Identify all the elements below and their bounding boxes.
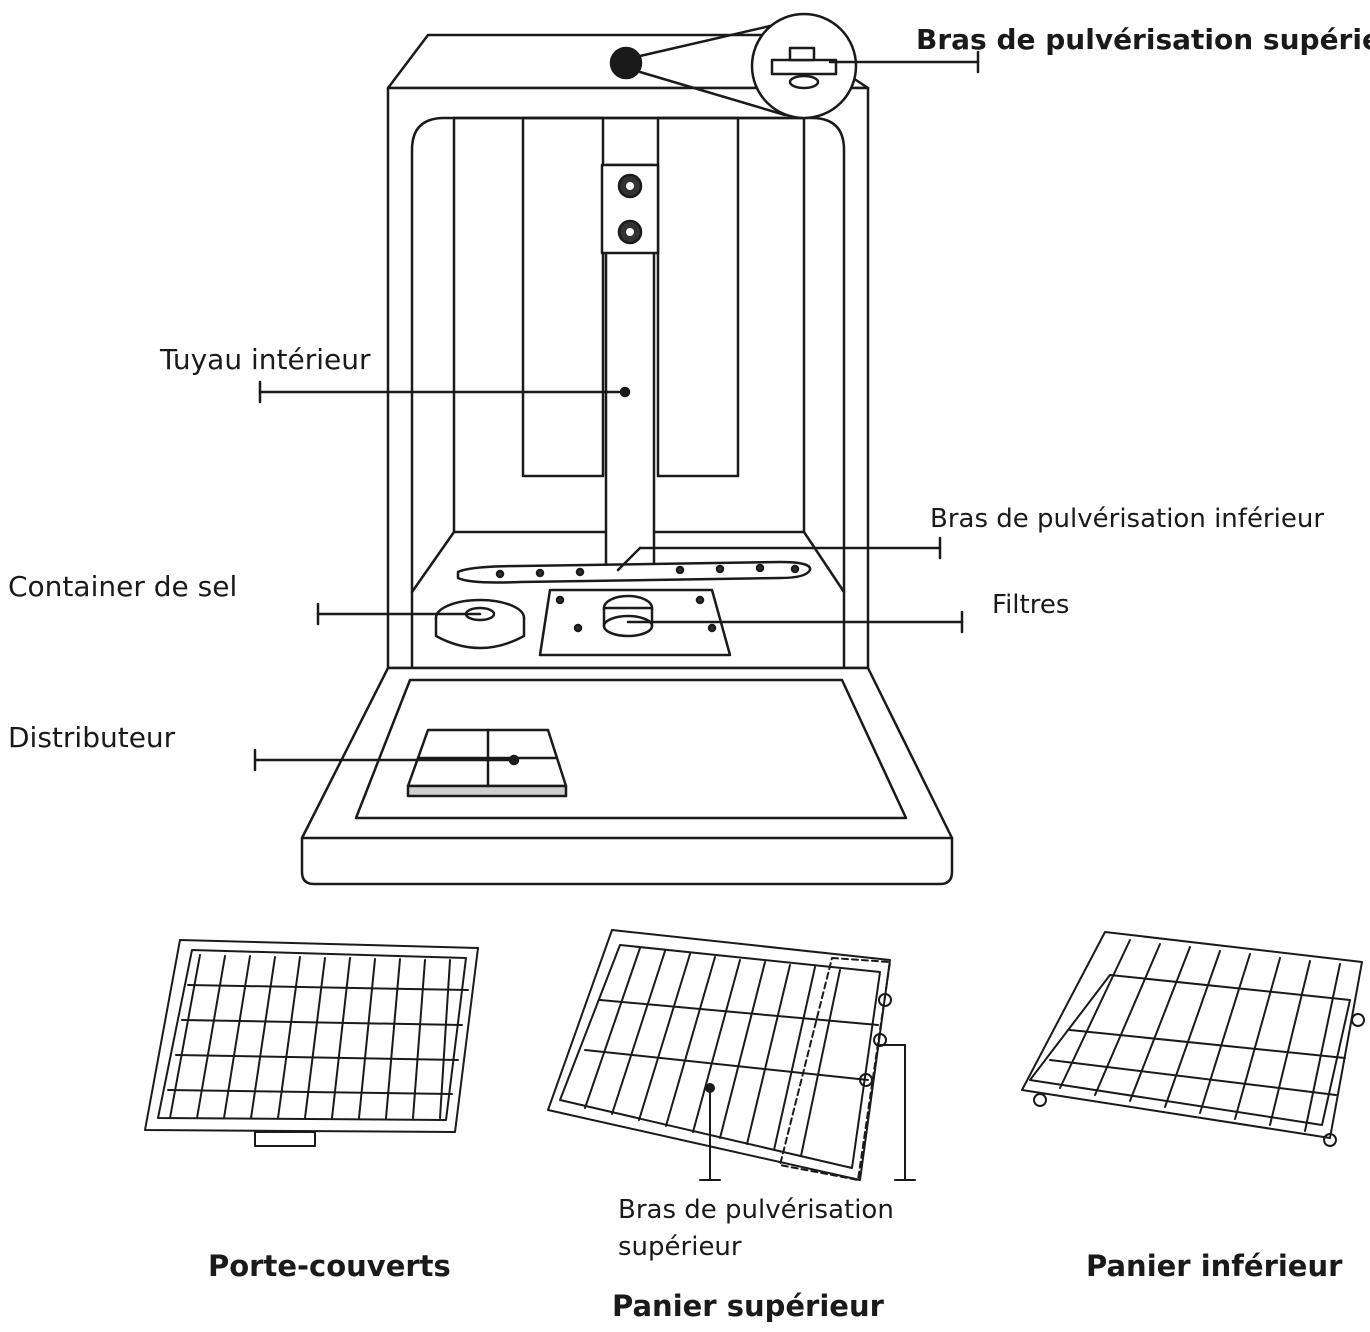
leader-dispenser-dot bbox=[508, 754, 520, 766]
plate-screw bbox=[695, 595, 705, 605]
leader-inner-pipe-dot bbox=[619, 386, 631, 398]
back-panel-left bbox=[521, 116, 605, 478]
rack-wire bbox=[223, 955, 251, 1119]
lower-basket-outline bbox=[1021, 931, 1363, 1139]
label-upper-spray-arm-basket-line1: Bras de pulvérisation bbox=[618, 1195, 894, 1225]
basket-wheel bbox=[859, 1073, 873, 1087]
upper-basket-drawing bbox=[547, 929, 916, 1181]
pipe-nozzle-2-hole bbox=[626, 228, 634, 236]
door-bottom-edge bbox=[300, 836, 954, 886]
side-line-left bbox=[410, 530, 456, 594]
spray-hole bbox=[715, 564, 725, 574]
basket-dashed-zone bbox=[779, 957, 891, 1181]
leader-basket-arm-dot bbox=[705, 1083, 715, 1093]
label-upper-spray-arm: Bras de pulvérisation supérieur bbox=[916, 23, 1370, 56]
lower-basket-wire bbox=[1234, 957, 1281, 1120]
label-inner-pipe: Tuyau intérieur bbox=[160, 343, 371, 376]
rack-rail bbox=[181, 1019, 463, 1026]
rack-wire bbox=[412, 959, 426, 1119]
spray-hole bbox=[755, 563, 765, 573]
back-panel-right bbox=[656, 116, 740, 478]
label-lower-spray-arm: Bras de pulvérisation inférieur bbox=[930, 504, 1325, 534]
magnifier-ray-lower bbox=[638, 70, 787, 117]
rack-outline bbox=[144, 939, 479, 1133]
rack-handle bbox=[254, 1131, 316, 1147]
basket-rail bbox=[599, 999, 879, 1026]
rack-wire bbox=[439, 959, 451, 1119]
side-line-right bbox=[802, 530, 846, 594]
basket-wire bbox=[665, 956, 716, 1127]
salt-cap-side bbox=[434, 616, 526, 650]
basket-inner bbox=[559, 944, 881, 1169]
lower-basket-wheel bbox=[1033, 1093, 1047, 1107]
basket-wire bbox=[584, 947, 641, 1109]
basket-wire bbox=[638, 953, 691, 1121]
basket-wire bbox=[719, 961, 766, 1139]
label-upper-spray-arm-basket: Bras de pulvérisation supérieur bbox=[618, 1192, 918, 1266]
door-inner-panel bbox=[354, 678, 908, 820]
filter-base bbox=[602, 614, 654, 638]
label-lower-basket: Panier inférieur bbox=[1086, 1249, 1343, 1283]
rack-wire bbox=[358, 958, 376, 1119]
pipe-nozzle-1-hole bbox=[626, 182, 634, 190]
leader-lower-spray-arm bbox=[616, 546, 642, 572]
basket-wheel bbox=[878, 993, 892, 1007]
rack-wire bbox=[385, 958, 401, 1119]
lower-basket-wheel bbox=[1323, 1133, 1337, 1147]
magnified-hub bbox=[788, 46, 816, 62]
label-upper-basket: Panier supérieur bbox=[612, 1289, 884, 1323]
leader-lines bbox=[253, 50, 980, 772]
lower-basket-wire bbox=[1199, 953, 1251, 1114]
label-salt-container: Container de sel bbox=[8, 570, 238, 603]
magnifier-ray-upper bbox=[638, 24, 772, 58]
spray-hole bbox=[790, 564, 800, 574]
lower-basket-wire bbox=[1094, 943, 1161, 1096]
spray-hole bbox=[675, 565, 685, 575]
rack-wire bbox=[304, 957, 326, 1119]
cutlery-rack-drawing bbox=[144, 939, 479, 1147]
lower-basket-drawing bbox=[1021, 931, 1365, 1147]
lower-basket-rail bbox=[1049, 1059, 1337, 1096]
rack-wire bbox=[196, 955, 226, 1119]
basket-wire bbox=[692, 959, 741, 1133]
spray-hole bbox=[575, 567, 585, 577]
door-frame bbox=[300, 666, 954, 840]
upper-spray-arm-marker bbox=[609, 46, 643, 80]
lower-basket-rail bbox=[1069, 1029, 1346, 1059]
label-dispenser: Distributeur bbox=[8, 721, 176, 754]
magnified-base bbox=[788, 74, 820, 90]
basket-rail bbox=[584, 1049, 869, 1081]
lower-basket-wheel bbox=[1351, 1013, 1365, 1027]
dispenser-lip bbox=[406, 784, 568, 798]
basket-wire bbox=[746, 964, 791, 1145]
magnified-arm bbox=[770, 58, 838, 76]
basket-wire bbox=[800, 969, 841, 1157]
label-upper-spray-arm-basket-line2: supérieur bbox=[618, 1232, 742, 1262]
label-cutlery-rack: Porte-couverts bbox=[208, 1249, 451, 1283]
lower-basket-wire bbox=[1304, 963, 1341, 1132]
label-filters: Filtres bbox=[992, 590, 1070, 620]
dishwasher-body bbox=[300, 12, 954, 886]
rack-rail bbox=[175, 1054, 459, 1061]
plate-screw bbox=[707, 623, 717, 633]
rack-rail bbox=[187, 984, 469, 991]
rack-wire bbox=[331, 957, 351, 1119]
plate-screw bbox=[573, 623, 583, 633]
basket-outline bbox=[547, 929, 891, 1181]
spray-hole bbox=[495, 569, 505, 579]
rack-rail bbox=[167, 1089, 453, 1095]
lower-basket-wire bbox=[1269, 960, 1311, 1126]
rack-wire bbox=[250, 956, 276, 1119]
lower-basket-wire bbox=[1164, 950, 1221, 1108]
rack-wire bbox=[277, 956, 301, 1119]
basket-wire bbox=[773, 966, 816, 1151]
lower-basket-wire bbox=[1129, 946, 1191, 1102]
plate-screw bbox=[555, 595, 565, 605]
rack-inner bbox=[157, 949, 467, 1121]
spray-hole bbox=[535, 568, 545, 578]
basket-wire bbox=[611, 950, 666, 1115]
